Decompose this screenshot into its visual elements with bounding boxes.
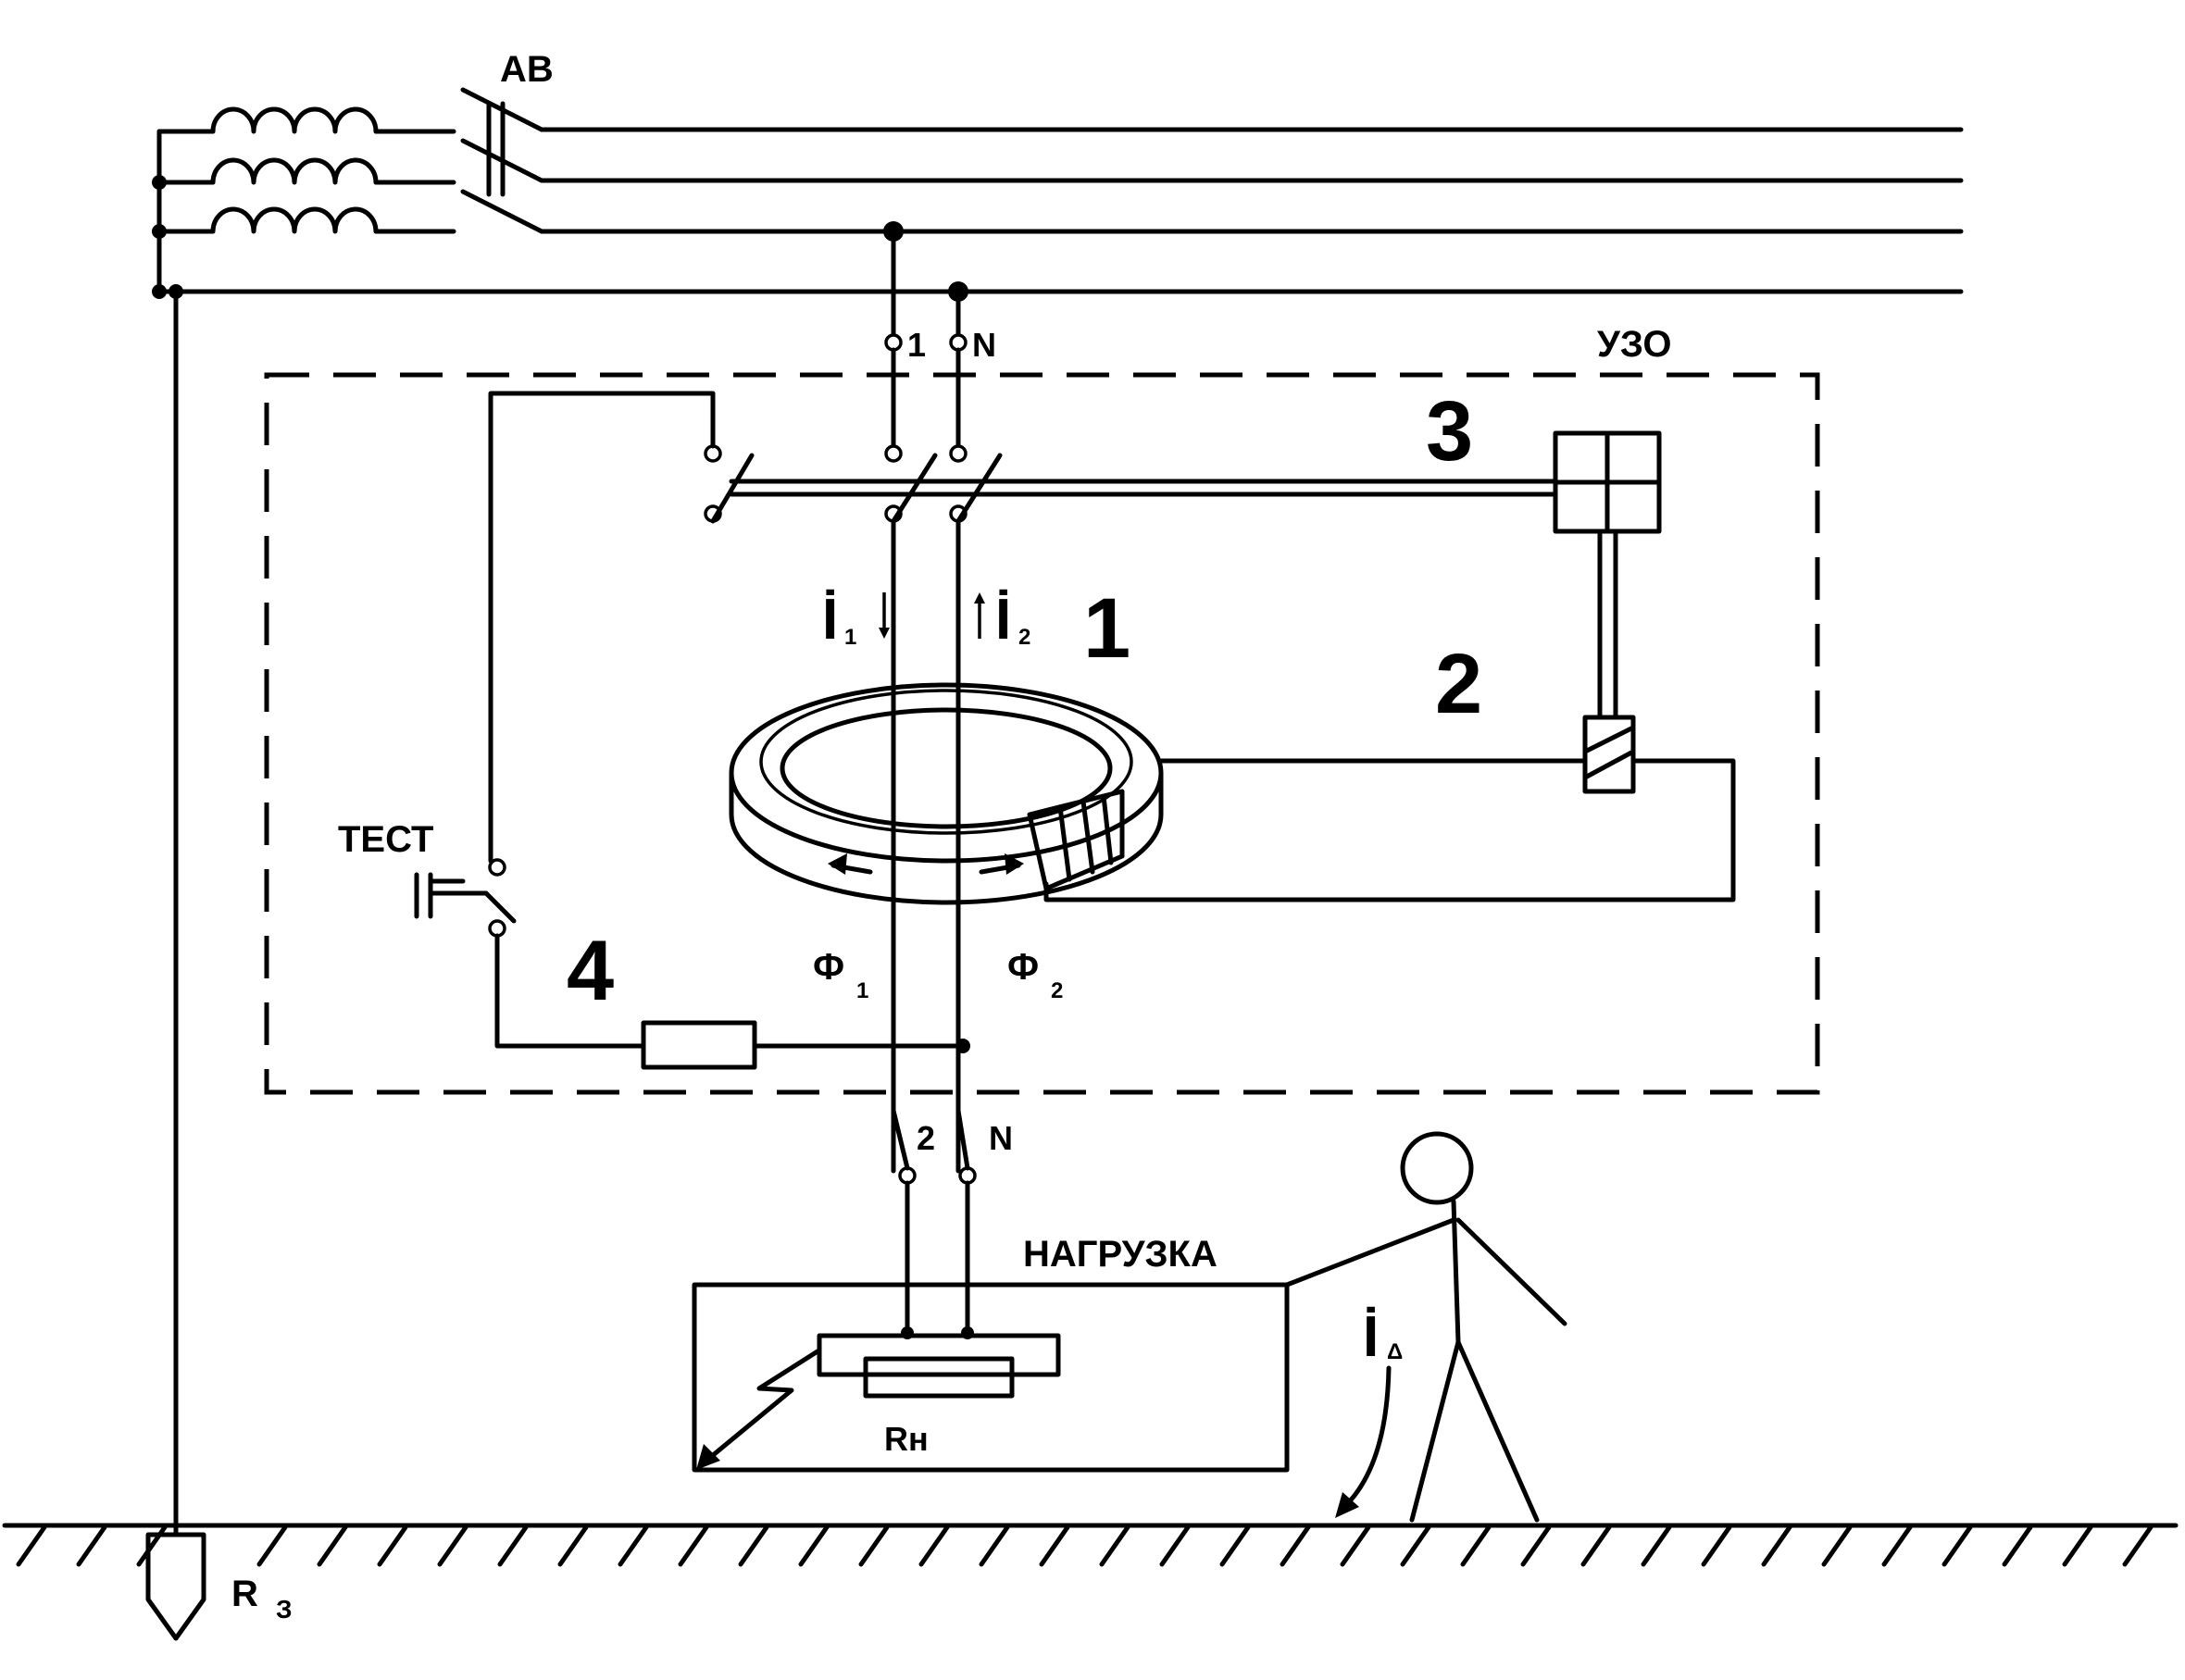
rcd-input-taps: 1 N bbox=[883, 221, 996, 449]
ground-hatch bbox=[2122, 1524, 2154, 1567]
supply-lines bbox=[156, 127, 1964, 1535]
ground-resistance-sub: З bbox=[276, 1595, 293, 1624]
f2-sub: 2 bbox=[1051, 978, 1063, 1003]
terminal-out-phase-label: 2 bbox=[917, 1119, 935, 1157]
ground-hatch bbox=[1039, 1524, 1070, 1567]
circuit-breaker: АВ bbox=[460, 49, 554, 234]
ground-hatch bbox=[979, 1524, 1010, 1567]
ground-hatch bbox=[1460, 1524, 1492, 1567]
coil-phase-b bbox=[210, 157, 379, 185]
ground-hatch bbox=[858, 1524, 890, 1567]
ground-hatch bbox=[1701, 1524, 1732, 1567]
rcd-label: УЗО bbox=[1597, 324, 1672, 365]
ground-hatch bbox=[76, 1524, 107, 1567]
ground-hatch bbox=[1580, 1524, 1612, 1567]
breaker-label: АВ bbox=[500, 49, 554, 90]
terminal-in-neutral-label: N bbox=[972, 326, 996, 364]
ground-hatch bbox=[557, 1524, 589, 1567]
secondary-winding-wires bbox=[1043, 758, 1736, 902]
ground-hatch bbox=[1099, 1524, 1130, 1567]
load-enclosure bbox=[692, 1282, 1290, 1473]
terminal-in-phase-label: 1 bbox=[907, 326, 926, 364]
rcd-output-terminals: 2 N bbox=[891, 1108, 1013, 1339]
label-mechanism-number: 3 bbox=[1426, 384, 1473, 479]
leak-current-sub: Δ bbox=[1387, 1339, 1403, 1364]
f1-main: Ф bbox=[813, 947, 844, 988]
i2-sub: 2 bbox=[1018, 625, 1030, 650]
ground-hatch bbox=[16, 1524, 47, 1567]
label-transformer-number: 1 bbox=[1083, 581, 1130, 676]
person: İ Δ bbox=[1284, 1131, 1567, 1523]
ground-hatch bbox=[256, 1524, 288, 1567]
f2-main: Ф bbox=[1007, 947, 1039, 988]
test-circuit: ТЕСТ 4 bbox=[338, 391, 970, 1070]
ground-hatch bbox=[1219, 1524, 1251, 1567]
coil-phase-c bbox=[210, 206, 379, 234]
load-label: НАГРУЗКА bbox=[1023, 1234, 1217, 1275]
load-resistor bbox=[863, 1356, 1015, 1399]
test-label: ТЕСТ bbox=[338, 819, 433, 860]
ground-electrode bbox=[145, 1532, 206, 1641]
ground-hatch bbox=[2002, 1524, 2033, 1567]
ground-hatch bbox=[377, 1524, 408, 1567]
ground-hatch bbox=[1761, 1524, 1792, 1567]
load: НАГРУЗКА Rн bbox=[692, 1234, 1290, 1473]
ground-hatch bbox=[798, 1524, 830, 1567]
ground-hatch bbox=[1942, 1524, 1973, 1567]
ground-hatch bbox=[497, 1524, 529, 1567]
supply-coils bbox=[152, 106, 456, 299]
ground-hatch bbox=[618, 1524, 649, 1567]
rcd-contacts: 3 bbox=[704, 384, 1558, 524]
ground-hatch bbox=[1400, 1524, 1431, 1567]
coil-phase-a bbox=[210, 106, 379, 134]
ground-hatch bbox=[678, 1524, 709, 1567]
leak-current-main: İ bbox=[1363, 1305, 1379, 1369]
ground-hatch bbox=[1881, 1524, 1913, 1567]
primary-conductors: İ 1 İ 2 Ф 1 Ф 2 bbox=[813, 518, 1063, 1174]
ground-hatch bbox=[918, 1524, 950, 1567]
ground-hatch bbox=[1159, 1524, 1191, 1567]
ground-resistance-label: R bbox=[231, 1574, 258, 1614]
ground-hatch bbox=[2062, 1524, 2093, 1567]
i1-main: İ bbox=[822, 588, 838, 652]
label-test-circuit-number: 4 bbox=[567, 924, 614, 1018]
differential-transformer: 1 bbox=[729, 581, 1164, 905]
ground-hatch bbox=[1280, 1524, 1311, 1567]
ground-hatch bbox=[1641, 1524, 1672, 1567]
ground-hatch bbox=[738, 1524, 769, 1567]
test-resistor bbox=[641, 1020, 757, 1070]
i1-sub: 1 bbox=[844, 625, 856, 650]
i2-main: İ bbox=[995, 588, 1011, 652]
ground-hatch bbox=[1520, 1524, 1552, 1567]
fault-zigzag bbox=[699, 1349, 820, 1467]
terminal-out-neutral-label: N bbox=[989, 1119, 1013, 1157]
rcd-enclosure bbox=[264, 372, 1820, 1095]
ground-hatch bbox=[317, 1524, 348, 1567]
person-head bbox=[1400, 1131, 1474, 1205]
ground-hatch bbox=[1340, 1524, 1371, 1567]
f1-sub: 1 bbox=[856, 978, 868, 1003]
ground-hatch bbox=[437, 1524, 468, 1567]
release-mechanism bbox=[1553, 430, 1662, 720]
ground-hatch bbox=[1821, 1524, 1853, 1567]
label-relay-number: 2 bbox=[1435, 637, 1482, 731]
relay-coil: 2 bbox=[1435, 637, 1636, 794]
load-resistance-label: Rн bbox=[884, 1420, 929, 1458]
ground: R З bbox=[2, 1523, 2179, 1641]
